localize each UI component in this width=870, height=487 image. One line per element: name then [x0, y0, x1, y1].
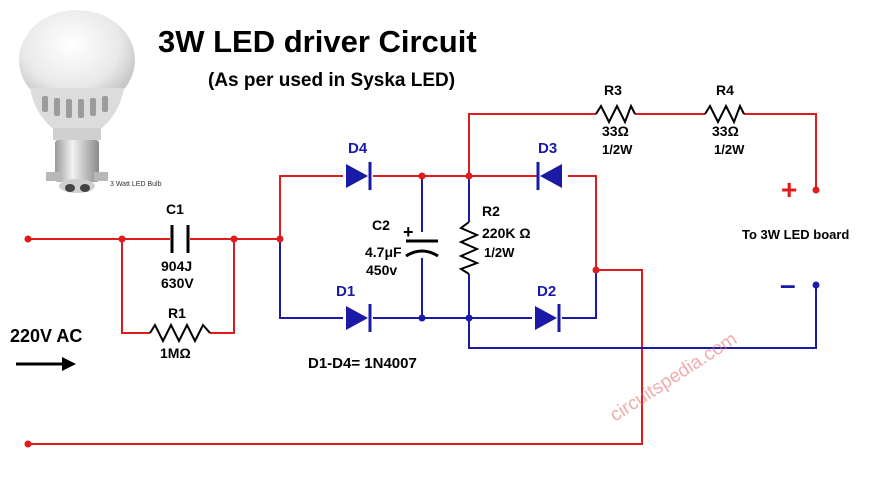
- junction-nodes: [24, 172, 820, 448]
- positive-wires: [28, 113, 817, 445]
- node: [118, 235, 126, 243]
- diode-note: D1-D4= 1N4007: [308, 355, 417, 372]
- c1-rating: 630V: [161, 275, 194, 291]
- node: [812, 186, 820, 194]
- node: [812, 281, 820, 289]
- c2-name: C2: [372, 217, 390, 233]
- node: [24, 235, 32, 243]
- r3-name: R3: [604, 82, 622, 98]
- plus-sign: +: [781, 174, 797, 205]
- c2-rating: 450v: [366, 262, 397, 278]
- node: [24, 440, 32, 448]
- output-label: To 3W LED board: [742, 227, 849, 242]
- bulb-caption: 3 Watt LED Bulb: [110, 181, 162, 188]
- c2-plus: +: [403, 222, 414, 242]
- r2-value: 220K Ω: [482, 225, 531, 241]
- diode-d4: [346, 162, 372, 190]
- r2-rating: 1/2W: [484, 245, 515, 260]
- d3-label: D3: [538, 140, 557, 157]
- d1-label: D1: [336, 283, 355, 300]
- capacitor-c1: [170, 225, 190, 253]
- arrow-right-icon: [16, 357, 76, 371]
- resistor-r3: [595, 103, 636, 125]
- diode-d2: [535, 304, 561, 332]
- r2-name: R2: [482, 203, 500, 219]
- node: [276, 235, 284, 243]
- minus-sign: –: [780, 269, 796, 300]
- node: [230, 235, 238, 243]
- watermark: circuitspedia.com: [606, 329, 741, 427]
- resistor-r4: [704, 103, 745, 125]
- negative-wires: [279, 176, 817, 349]
- diode-d3: [536, 162, 562, 190]
- c1-value: 904J: [161, 258, 192, 274]
- page-title: 3W LED driver Circuit: [158, 24, 477, 59]
- node: [465, 314, 473, 322]
- node: [418, 172, 426, 180]
- d2-label: D2: [537, 283, 556, 300]
- diode-d1: [346, 304, 372, 332]
- input-label: 220V AC: [10, 326, 82, 346]
- r1-value: 1MΩ: [160, 345, 191, 361]
- d4-label: D4: [348, 140, 368, 157]
- r3-rating: 1/2W: [602, 142, 633, 157]
- led-bulb-illustration: [19, 10, 135, 193]
- r4-name: R4: [716, 82, 734, 98]
- r4-value: 33Ω: [712, 123, 739, 139]
- r3-value: 33Ω: [602, 123, 629, 139]
- r1-name: R1: [168, 305, 186, 321]
- node: [465, 172, 473, 180]
- resistor-r2: [458, 221, 480, 275]
- r4-rating: 1/2W: [714, 142, 745, 157]
- resistor-r1: [149, 322, 211, 344]
- page-subtitle: (As per used in Syska LED): [208, 70, 456, 91]
- node: [592, 266, 600, 274]
- c2-value: 4.7μF: [365, 244, 402, 260]
- c1-name: C1: [166, 201, 184, 217]
- node: [418, 314, 426, 322]
- capacitor-c2: [405, 239, 439, 258]
